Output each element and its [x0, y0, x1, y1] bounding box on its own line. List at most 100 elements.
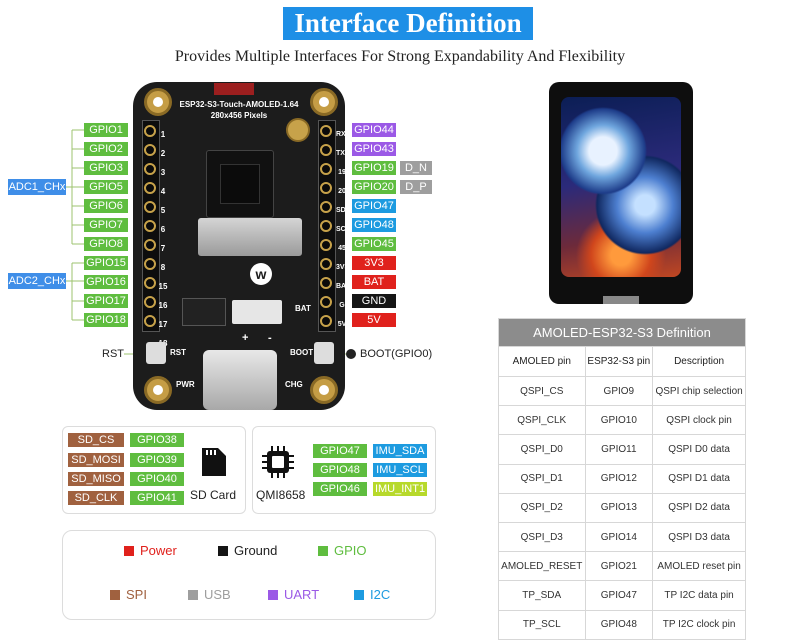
amoled-screen-image — [561, 97, 681, 277]
pin-label-left: GPIO15 — [84, 256, 128, 270]
pin-label-left: GPIO2 — [84, 142, 128, 156]
battery-connector — [232, 300, 282, 324]
board-name: ESP32-S3-Touch-AMOLED-1.64 — [179, 100, 299, 109]
sd-signal: SD_MISO — [68, 472, 124, 486]
legend-label: Power — [140, 543, 177, 558]
pin-label-right: GPIO20 — [352, 180, 396, 194]
table-cell: GPIO21 — [584, 551, 654, 582]
boot-button[interactable] — [314, 342, 334, 364]
table-cell: TP_SDA — [498, 580, 586, 611]
table-header: ESP32-S3 pin — [584, 346, 654, 377]
table-cell: AMOLED reset pin — [652, 551, 746, 582]
header-pin — [320, 182, 332, 194]
table-cell: GPIO11 — [584, 434, 654, 465]
sd-card-slot — [198, 218, 302, 256]
page-title: Interface Definition — [283, 7, 533, 40]
legend-swatch — [354, 590, 364, 600]
legend-swatch — [124, 546, 134, 556]
table-cell: QSPI D1 data — [652, 463, 746, 494]
antenna-connector — [286, 118, 310, 142]
legend-swatch — [218, 546, 228, 556]
pin-label-left: GPIO16 — [84, 275, 128, 289]
usb-c-port — [203, 350, 277, 410]
mounting-hole — [144, 376, 172, 404]
legend-label: UART — [284, 587, 320, 602]
table-cell: GPIO14 — [584, 521, 654, 553]
esp32-chip-core — [220, 164, 260, 204]
header-pin — [144, 258, 156, 270]
silk-rst: RST — [170, 348, 186, 357]
header-pin — [320, 163, 332, 175]
table-cell: QSPI D0 data — [652, 434, 746, 465]
boot-dot — [346, 349, 356, 359]
table-cell: QSPI clock pin — [652, 405, 746, 436]
power-ic — [182, 298, 226, 326]
pin-label-left: GPIO7 — [84, 218, 128, 232]
table-cell: QSPI_CLK — [498, 405, 586, 436]
table-header: Description — [652, 346, 746, 377]
pin-label-right: GPIO43 — [352, 142, 396, 156]
header-pin — [144, 220, 156, 232]
legend-label: USB — [204, 587, 231, 602]
header-pin — [320, 220, 332, 232]
adc1-label: ADC1_CHx — [8, 179, 66, 195]
display-connector — [214, 83, 254, 95]
header-pin — [320, 125, 332, 137]
pin-label-left: GPIO6 — [84, 199, 128, 213]
page-subtitle: Provides Multiple Interfaces For Strong … — [174, 48, 626, 65]
pin-label-left: GPIO8 — [84, 237, 128, 251]
pin-label-right: GND — [352, 294, 396, 308]
imu-signal: IMU_INT1 — [373, 482, 427, 496]
legend-label: GPIO — [334, 543, 367, 558]
table-cell: GPIO47 — [584, 580, 654, 611]
sd-signal: SD_CLK — [68, 491, 124, 505]
legend-swatch — [268, 590, 278, 600]
header-pin — [144, 239, 156, 251]
mounting-hole — [310, 88, 338, 116]
sd-gpio: GPIO40 — [130, 472, 184, 486]
mounting-hole — [144, 88, 172, 116]
table-cell: QSPI chip selection — [652, 375, 746, 407]
legend-swatch — [188, 590, 198, 600]
table-cell: QSPI_CS — [498, 375, 586, 407]
imu-chip-icon — [262, 446, 294, 478]
header-pin — [320, 201, 332, 213]
pin-label-right: 5V — [352, 313, 396, 327]
pin-label-right: GPIO47 — [352, 199, 396, 213]
silk-bat: BAT — [295, 304, 311, 313]
legend-label: Ground — [234, 543, 278, 558]
sd-signal: SD_CS — [68, 433, 124, 447]
imu-signal: IMU_SCL — [373, 463, 427, 477]
rst-button[interactable] — [146, 342, 166, 364]
pin-label-right: GPIO44 — [352, 123, 396, 137]
usb-dp-label: D_P — [400, 180, 432, 194]
display-bottom-connector — [603, 296, 639, 304]
pin-label-left: GPIO5 — [84, 180, 128, 194]
imu-signal: IMU_SDA — [373, 444, 427, 458]
header-pin — [144, 277, 156, 289]
silk-pwr: PWR — [176, 380, 195, 389]
pin-label-right: GPIO19 — [352, 161, 396, 175]
table-cell: QSPI D2 data — [652, 492, 746, 523]
header-pin — [320, 296, 332, 308]
header-pin — [144, 182, 156, 194]
legend-swatch — [318, 546, 328, 556]
sd-card-label: SD Card — [190, 488, 237, 502]
header-pin — [144, 315, 156, 327]
header-pin — [320, 239, 332, 251]
table-cell: GPIO9 — [584, 375, 654, 407]
sd-signal: SD_MOSI — [68, 453, 124, 467]
table-cell: AMOLED_RESET — [498, 551, 586, 582]
header-pin — [320, 315, 332, 327]
silk-chg: CHG — [285, 380, 303, 389]
waveshare-logo: w — [250, 263, 272, 285]
table-cell: QSPI D3 data — [652, 521, 746, 553]
boot-label: BOOT(GPIO0) — [360, 348, 433, 360]
